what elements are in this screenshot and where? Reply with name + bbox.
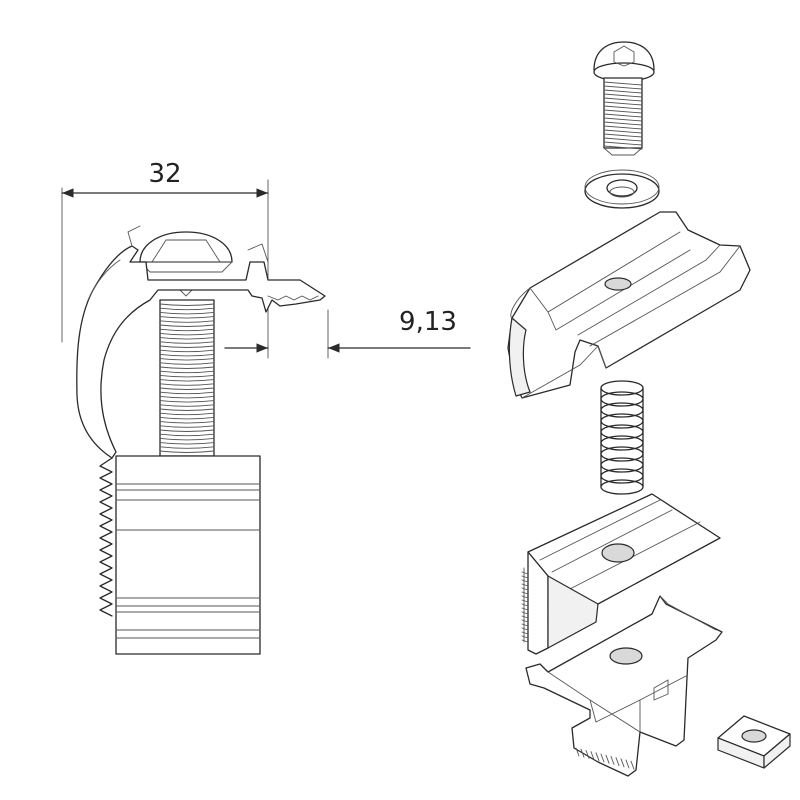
width-dimension: 32	[61, 159, 269, 343]
base-block-side	[99, 455, 261, 655]
lower-clamp	[521, 493, 721, 655]
spring	[600, 380, 644, 495]
width-dimension-label: 32	[148, 159, 181, 189]
offset-dimension: 9,13	[224, 307, 471, 359]
clamp-profile-side	[76, 225, 326, 459]
offset-dimension-label: 9,13	[399, 307, 457, 337]
side-view: 32 9,13	[61, 159, 471, 655]
washer	[584, 169, 660, 209]
base-clip	[525, 595, 723, 777]
exploded-view	[507, 41, 791, 777]
upper-clamp	[507, 211, 751, 399]
bolt-shank-side	[159, 299, 215, 457]
square-nut	[717, 715, 791, 769]
bolt	[593, 41, 655, 156]
